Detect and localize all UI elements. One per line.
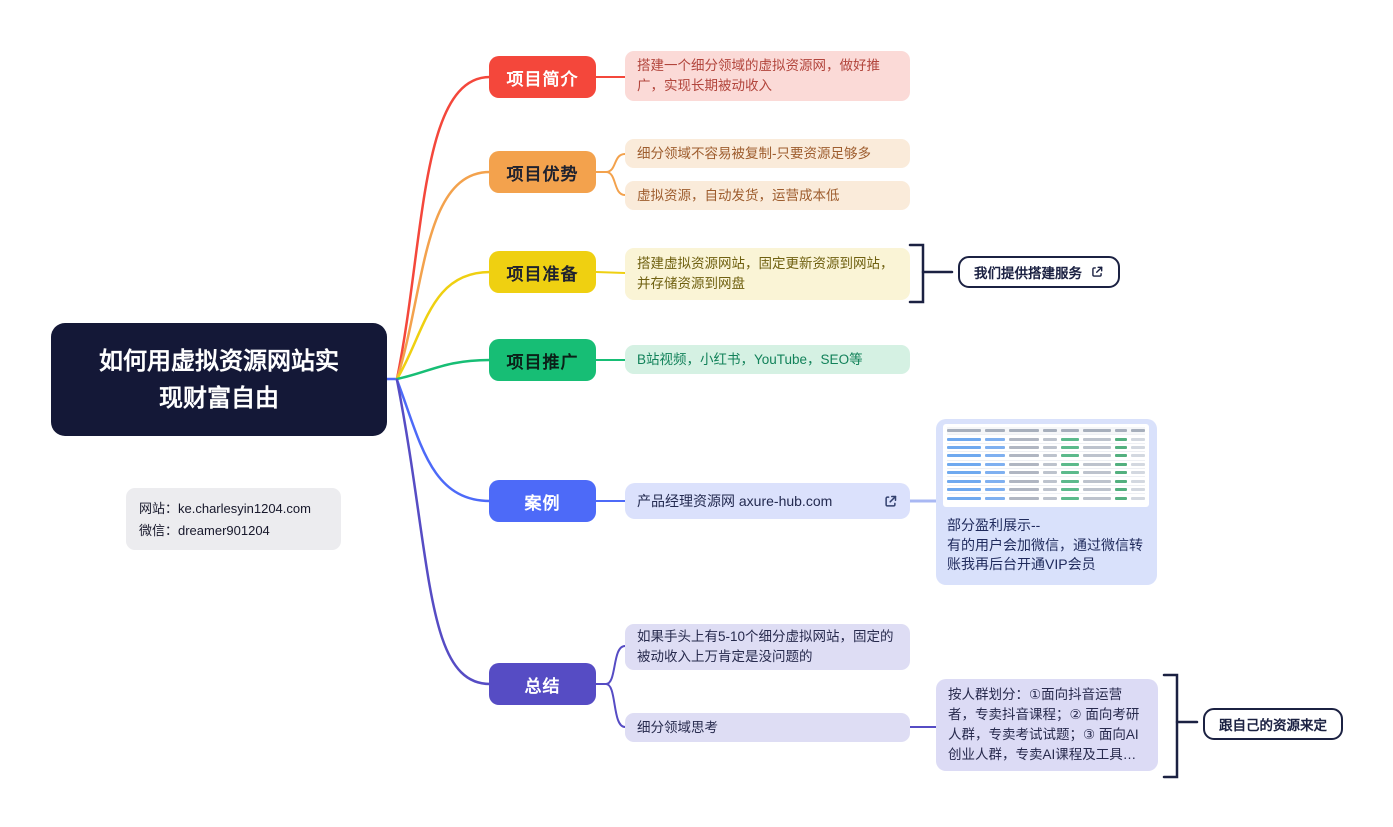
branch-node-promotion[interactable]: 项目推广 bbox=[489, 339, 596, 381]
note-advantage-1[interactable]: 细分领域不容易被复制-只要资源足够多 bbox=[625, 139, 910, 168]
thumb-row bbox=[947, 435, 1145, 444]
thumb-row bbox=[947, 452, 1145, 461]
thumb-row bbox=[947, 486, 1145, 495]
branch-node-intro[interactable]: 项目简介 bbox=[489, 56, 596, 98]
callout-build-service[interactable]: 我们提供搭建服务 bbox=[958, 256, 1120, 288]
case-attachment-card[interactable]: 部分盈利展示-- 有的用户会加微信，通过微信转账我再后台开通VIP会员 bbox=[936, 419, 1157, 585]
branch-node-advantages[interactable]: 项目优势 bbox=[489, 151, 596, 193]
orders-table-thumbnail[interactable] bbox=[943, 424, 1149, 507]
thumb-row bbox=[947, 444, 1145, 453]
contact-info-card[interactable]: 网站：ke.charlesyin1204.com 微信：dreamer90120… bbox=[126, 488, 341, 550]
case-site-label: 产品经理资源网 axure-hub.com bbox=[637, 493, 833, 509]
thumb-row bbox=[947, 477, 1145, 486]
contact-website: 网站：ke.charlesyin1204.com bbox=[139, 500, 311, 516]
branch-node-summary[interactable]: 总结 bbox=[489, 663, 596, 705]
attachment-note: 部分盈利展示-- 有的用户会加微信，通过微信转账我再后台开通VIP会员 bbox=[947, 517, 1143, 572]
thumb-row bbox=[947, 461, 1145, 469]
thumb-row bbox=[947, 469, 1145, 478]
branch-node-preparation[interactable]: 项目准备 bbox=[489, 251, 596, 293]
note-preparation[interactable]: 搭建虚拟资源网站，固定更新资源到网站，并存储资源到网盘 bbox=[625, 248, 910, 300]
note-promotion[interactable]: B站视频，小红书，YouTube，SEO等 bbox=[625, 345, 910, 374]
callout-own-resources-label: 跟自己的资源来定 bbox=[1219, 718, 1327, 733]
note-niche-examples[interactable]: 按人群划分：①面向抖音运营者，专卖抖音课程；② 面向考研人群，专卖考试试题；③ … bbox=[936, 679, 1158, 771]
note-advantage-2[interactable]: 虚拟资源，自动发货，运营成本低 bbox=[625, 181, 910, 210]
note-summary-income[interactable]: 如果手头上有5-10个细分虚拟网站，固定的被动收入上万肯定是没问题的 bbox=[625, 624, 910, 670]
note-summary-niche[interactable]: 细分领域思考 bbox=[625, 713, 910, 742]
root-topic-node[interactable]: 如何用虚拟资源网站实现财富自由 bbox=[51, 323, 387, 436]
external-link-icon[interactable] bbox=[1090, 265, 1104, 279]
note-case-site[interactable]: 产品经理资源网 axure-hub.com bbox=[625, 483, 910, 519]
callout-own-resources[interactable]: 跟自己的资源来定 bbox=[1203, 708, 1343, 740]
external-link-icon[interactable] bbox=[883, 494, 898, 509]
thumb-row bbox=[947, 494, 1145, 502]
thumb-row bbox=[947, 427, 1145, 436]
note-intro[interactable]: 搭建一个细分领域的虚拟资源网，做好推广，实现长期被动收入 bbox=[625, 51, 910, 101]
branch-node-case[interactable]: 案例 bbox=[489, 480, 596, 522]
contact-wechat: 微信：dreamer901204 bbox=[139, 522, 270, 538]
callout-build-service-label: 我们提供搭建服务 bbox=[974, 266, 1082, 281]
